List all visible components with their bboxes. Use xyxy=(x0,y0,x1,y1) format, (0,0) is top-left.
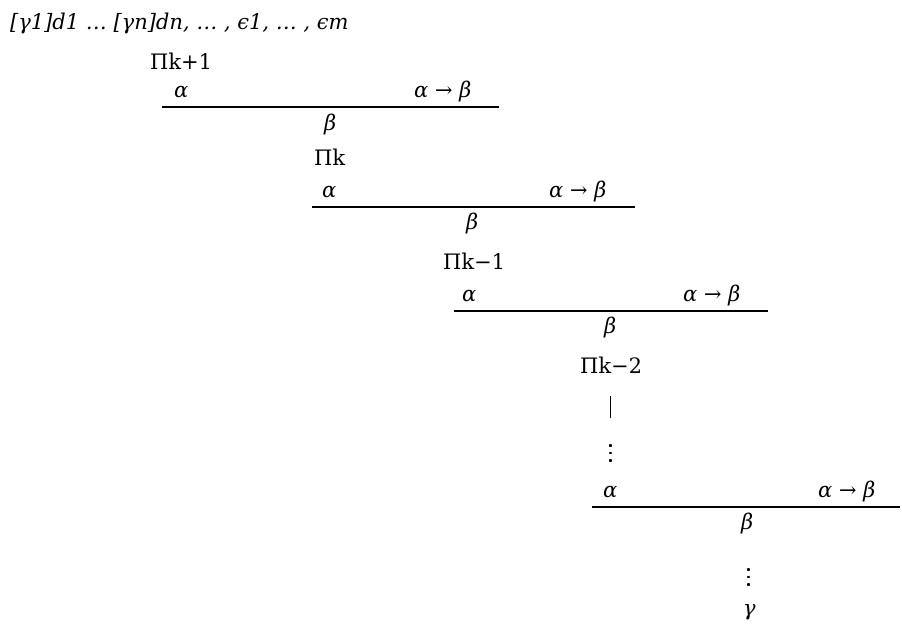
proof-label-pi-k-plus-1: Πk+1 xyxy=(150,50,212,74)
conclusion-beta-3: β xyxy=(604,314,617,338)
conclusion-beta-2: β xyxy=(466,210,479,234)
premise-implication-3: α → β xyxy=(683,282,741,306)
premise-alpha-1: α xyxy=(174,78,189,102)
inference-rule-3 xyxy=(454,310,768,312)
goal-gamma: γ xyxy=(743,596,756,620)
proof-label-pi-k: Πk xyxy=(314,146,346,170)
premise-alpha-3: α xyxy=(462,282,477,306)
proof-label-pi-k-minus-2: Πk−2 xyxy=(580,354,642,378)
inference-rule-1 xyxy=(162,106,499,108)
vertical-ellipsis-1 xyxy=(609,444,613,467)
premise-alpha-2: α xyxy=(322,178,337,202)
premise-implication-1: α → β xyxy=(414,78,472,102)
premise-implication-final: α → β xyxy=(818,478,876,502)
premise-alpha-final: α xyxy=(603,478,618,502)
conclusion-beta-final: β xyxy=(741,510,754,534)
vertical-ellipsis-2 xyxy=(747,568,751,591)
inference-rule-2 xyxy=(312,206,635,208)
derivation-vertical-line xyxy=(610,396,611,418)
proof-label-pi-k-minus-1: Πk−1 xyxy=(443,250,505,274)
assumptions-line: [γ1]d1 … [γn]dn, … , ϵ1, … , ϵm xyxy=(10,10,349,34)
inference-rule-final xyxy=(592,506,900,508)
premise-implication-2: α → β xyxy=(549,178,607,202)
conclusion-beta-1: β xyxy=(324,111,337,135)
